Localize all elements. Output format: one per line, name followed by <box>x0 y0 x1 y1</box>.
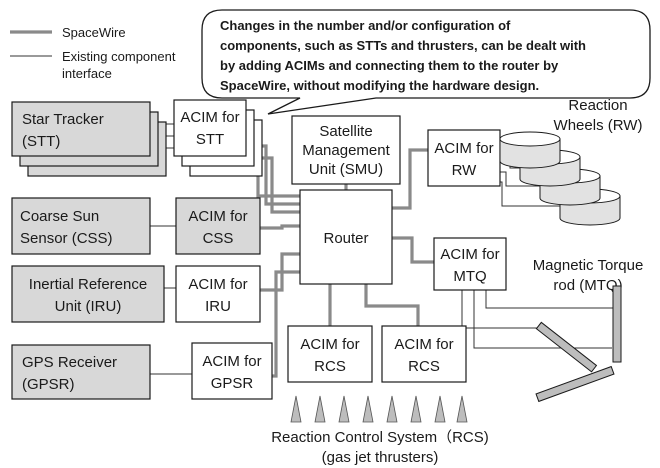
gas-jet-thrusters <box>290 395 468 423</box>
legend-existing-label-1: Existing component <box>62 49 176 64</box>
legend-spacewire-label: SpaceWire <box>62 25 126 40</box>
smu-label-3: Unit (SMU) <box>309 161 383 178</box>
acim-rcs-2-box <box>381 325 467 383</box>
iru-label-1: Inertial Reference <box>29 276 147 293</box>
acim-mtq-label-1: ACIM for <box>440 246 499 263</box>
acim-gpsr-label-2: GPSR <box>211 375 254 392</box>
callout-line-3: by adding ACIMs and connecting them to t… <box>220 58 559 73</box>
legend: SpaceWire Existing component interface <box>10 25 176 81</box>
spacewire-link-stt <box>262 156 300 214</box>
smu-label-1: Satellite <box>319 123 372 140</box>
rw-title-1: Reaction <box>568 97 627 114</box>
spacewire-link-rcs2 <box>364 284 420 326</box>
acim-rw: ACIM for RW <box>427 129 501 187</box>
star-tracker-label-2: (STT) <box>22 133 60 150</box>
css-label-2: Sensor (CSS) <box>20 230 113 247</box>
acim-stt-label-1: ACIM for <box>180 109 239 126</box>
coarse-sun-sensor: Coarse Sun Sensor (CSS) <box>11 197 151 255</box>
callout-line-4: SpaceWire, without modifying the hardwar… <box>220 78 539 93</box>
smu-box <box>291 115 401 185</box>
thruster-icon <box>386 395 398 423</box>
gpsr-label-1: GPS Receiver <box>22 354 117 371</box>
acim-rcs-1-label-2: RCS <box>314 358 346 375</box>
mtq-link <box>485 290 614 309</box>
callout-line-1: Changes in the number and/or configurati… <box>220 18 511 33</box>
rw-link <box>500 171 566 187</box>
thruster-icon <box>410 395 422 423</box>
mtq-rod-lower <box>535 365 615 403</box>
star-tracker-stack: Star Tracker (STT) <box>11 101 167 177</box>
acim-css-label-1: ACIM for <box>188 208 247 225</box>
thruster-icon <box>290 395 302 423</box>
mtq-title-1: Magnetic Torque <box>533 257 644 274</box>
callout-bubble: Changes in the number and/or configurati… <box>201 9 651 115</box>
thruster-icon <box>314 395 326 423</box>
acim-rcs-1-label-1: ACIM for <box>300 336 359 353</box>
router-box <box>299 189 393 285</box>
acim-css-label-2: CSS <box>203 230 234 247</box>
iru-box <box>11 265 165 323</box>
thruster-icon <box>456 395 468 423</box>
acim-iru: ACIM for IRU <box>175 265 261 323</box>
gpsr-box <box>11 344 151 400</box>
spacewire-link-mtq <box>392 236 434 264</box>
reaction-wheel-icon <box>499 131 561 169</box>
magnetic-torque-rods <box>535 285 622 403</box>
mtq-rod-vertical <box>612 285 622 363</box>
satellite-management-unit: Satellite Management Unit (SMU) <box>291 115 401 185</box>
spacewire-link-gpsr <box>272 270 300 378</box>
acim-rw-label-2: RW <box>452 162 478 179</box>
mtq-title-2: rod (MTQ) <box>553 277 622 294</box>
rw-link <box>500 181 586 207</box>
reaction-wheels <box>499 131 621 226</box>
acim-stt-stack: ACIM for STT <box>173 99 263 177</box>
rcs-label-1: Reaction Control System（RCS) <box>271 429 489 446</box>
acim-rcs-2-label-1: ACIM for <box>394 336 453 353</box>
acim-rw-label-1: ACIM for <box>434 140 493 157</box>
acim-gpsr: ACIM for GPSR <box>191 342 273 400</box>
star-tracker-box <box>11 101 151 157</box>
spacewire-link-css <box>260 224 300 230</box>
acim-iru-label-1: ACIM for <box>188 276 247 293</box>
inertial-reference-unit: Inertial Reference Unit (IRU) <box>11 265 165 323</box>
acim-rw-box <box>427 129 501 187</box>
acim-css: ACIM for CSS <box>175 197 261 255</box>
rw-title-2: Wheels (RW) <box>554 117 643 134</box>
acim-iru-box <box>175 265 261 323</box>
thruster-icon <box>434 395 446 423</box>
acim-gpsr-box <box>191 342 273 400</box>
thruster-icon <box>362 395 374 423</box>
callout-line-2: components, such as STTs and thrusters, … <box>220 38 586 53</box>
mtq-rod-diagonal <box>535 321 598 373</box>
gpsr-label-2: (GPSR) <box>22 376 75 393</box>
acim-mtq-box <box>433 237 507 291</box>
acim-mtq-label-2: MTQ <box>453 268 486 285</box>
acim-mtq: ACIM for MTQ <box>433 237 507 291</box>
spacewire-link-rw <box>392 148 428 210</box>
smu-label-2: Management <box>302 142 390 159</box>
acim-gpsr-label-1: ACIM for <box>202 353 261 370</box>
acim-rcs-2-label-2: RCS <box>408 358 440 375</box>
acim-stt-label-2: STT <box>196 131 224 148</box>
mtq-link <box>473 290 612 349</box>
acim-stt-box <box>173 99 247 157</box>
router-label: Router <box>323 230 368 247</box>
iru-label-2: Unit (IRU) <box>55 298 122 315</box>
acim-rcs-1-box <box>287 325 373 383</box>
acim-css-box <box>175 197 261 255</box>
thruster-icon <box>338 395 350 423</box>
star-tracker-label-1: Star Tracker <box>22 111 104 128</box>
legend-existing-label-2: interface <box>62 66 112 81</box>
acim-iru-label-2: IRU <box>205 298 231 315</box>
rcs-label-2: (gas jet thrusters) <box>322 449 439 466</box>
acim-rcs-1: ACIM for RCS <box>287 325 373 383</box>
css-label-1: Coarse Sun <box>20 208 99 225</box>
acim-rcs-2: ACIM for RCS <box>381 325 467 383</box>
css-box <box>11 197 151 255</box>
gps-receiver: GPS Receiver (GPSR) <box>11 344 151 400</box>
router: Router <box>299 189 393 285</box>
callout-shape <box>201 9 651 115</box>
